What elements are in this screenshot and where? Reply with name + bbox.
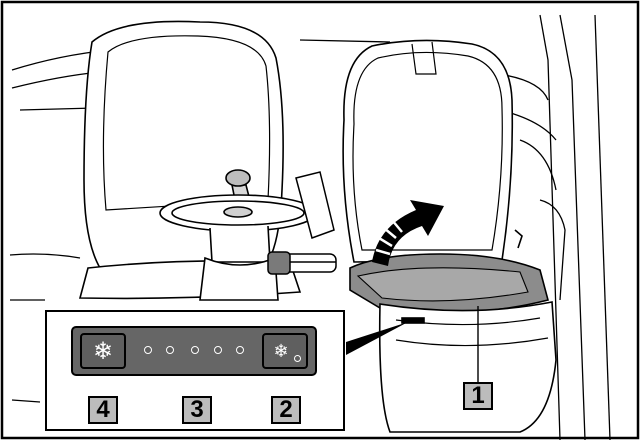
cab-frame-lines	[9, 14, 611, 440]
indicator-light	[144, 346, 152, 354]
snowflake-icon: ❄	[273, 341, 289, 361]
zoom-pointer	[346, 322, 408, 355]
open-arrow-icon	[372, 200, 444, 266]
steering-wheel	[159, 169, 317, 301]
indicator-light	[236, 346, 244, 354]
button-led-indicator	[294, 355, 301, 362]
control-lever	[267, 171, 337, 275]
callout-label-4: 4	[88, 396, 118, 424]
open-arrow-stripes	[375, 219, 403, 256]
indicator-light	[166, 346, 174, 354]
callout-label-1: 1	[463, 382, 493, 410]
indicator-light	[214, 346, 222, 354]
callout-label-3: 3	[182, 396, 212, 424]
fan-button-right[interactable]: ❄	[262, 333, 308, 369]
snowflake-icon: ❄	[92, 338, 114, 365]
callout-label-2: 2	[271, 396, 301, 424]
indicator-light	[191, 346, 199, 354]
fan-button-left[interactable]: ❄	[80, 333, 126, 369]
right-seat	[342, 39, 557, 433]
